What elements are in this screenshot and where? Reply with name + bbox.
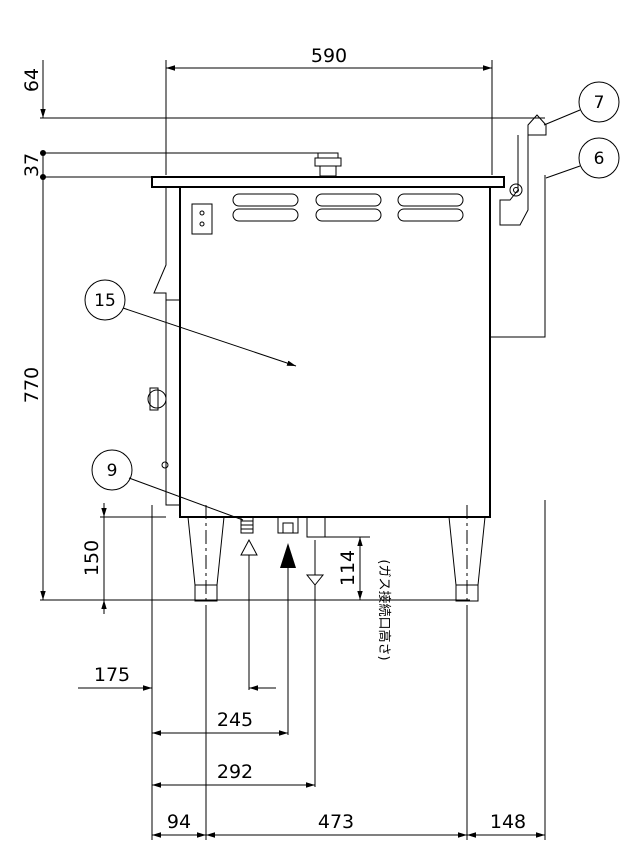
- dim-foot-left: 94: [167, 811, 191, 833]
- callout-6: 6: [545, 137, 620, 179]
- dim-top-width: 590: [311, 45, 347, 67]
- dimension-lines: [40, 60, 545, 838]
- callout-15-label: 15: [94, 291, 116, 311]
- pipe-connections: [240, 516, 326, 787]
- dim-connection-height: 150: [81, 540, 103, 576]
- callout-7: 7: [543, 81, 620, 126]
- vent-slots: [232, 193, 464, 222]
- dim-gas-height: 114: [337, 550, 359, 586]
- callout-6-label: 6: [594, 149, 605, 169]
- gas-inlet-arrow: [280, 543, 296, 568]
- water-inlet-arrow: [240, 538, 258, 556]
- feet: [187, 505, 486, 615]
- dim-175: 175: [94, 664, 130, 686]
- gas-height-note: (ガス接続口高さ): [376, 559, 392, 660]
- dim-top-offset: 64: [21, 68, 43, 92]
- dim-foot-right: 148: [490, 811, 526, 833]
- callout-9-label: 9: [107, 461, 118, 481]
- dim-292: 292: [217, 761, 253, 783]
- callout-9: 9: [91, 449, 244, 521]
- drain-arrow: [305, 574, 325, 586]
- dim-body-height: 770: [21, 367, 43, 403]
- extension-lines: [40, 60, 546, 840]
- callout-7-label: 7: [594, 93, 605, 113]
- machine-body: [147, 114, 547, 518]
- dim-lid-height: 37: [21, 153, 43, 177]
- callout-15: 15: [84, 279, 297, 367]
- dim-245: 245: [217, 709, 253, 731]
- dim-foot-span: 473: [318, 811, 354, 833]
